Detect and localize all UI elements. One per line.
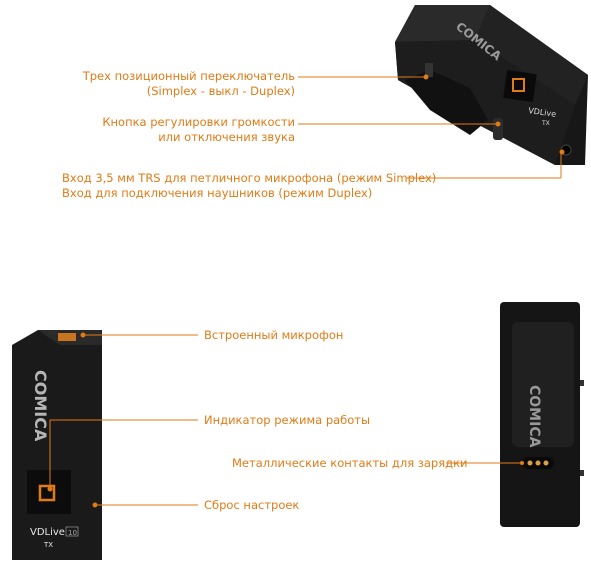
- volume-annotation: Кнопка регулировки громкости или отключе…: [102, 115, 295, 145]
- indicator-annotation: Индикатор режима работы: [204, 413, 371, 427]
- unit-label-front: TX: [43, 541, 53, 549]
- mode-indicator-icon: [38, 484, 56, 502]
- switch-annotation-line1: Трех позиционный переключатель: [82, 69, 295, 83]
- contacts-annotation: Металлические контакты для зарядки: [232, 456, 468, 470]
- jack-annotation-line2: Вход для подключения наушников (режим Du…: [62, 186, 373, 200]
- charging-contacts-icon: [522, 457, 554, 469]
- jack-annotation: Вход 3,5 мм TRS для петличного микрофона…: [62, 171, 436, 201]
- volume-annotation-line2: или отключения звука: [158, 130, 295, 144]
- model-badge: 10: [68, 529, 77, 537]
- jack-annotation-line1: Вход 3,5 мм TRS для петличного микрофона…: [62, 171, 437, 185]
- device-front: COMICA VDLive 10 TX: [12, 330, 102, 560]
- mode-switch-top: [425, 63, 433, 77]
- switch-annotation: Трех позиционный переключатель (Simplex …: [83, 69, 295, 99]
- device-back: COMICA: [500, 302, 584, 527]
- model-label-front: VDLive: [30, 527, 65, 538]
- volume-annotation-line1: Кнопка регулировки громкости: [102, 115, 295, 129]
- unit-label-top: TX: [541, 120, 550, 127]
- brand-logo-front: COMICA: [31, 370, 50, 442]
- volume-button-top: [493, 118, 503, 140]
- brand-logo-back: COMICA: [526, 385, 542, 448]
- device-top: COMICA VDLive TX: [395, 5, 588, 165]
- logo-icon: [512, 78, 525, 92]
- model-label-top: VDLive: [528, 106, 557, 119]
- switch-annotation-line2: (Simplex - выкл - Duplex): [146, 84, 295, 98]
- mic-annotation: Встроенный микрофон: [204, 328, 344, 342]
- reset-annotation: Сброс настроек: [204, 498, 300, 512]
